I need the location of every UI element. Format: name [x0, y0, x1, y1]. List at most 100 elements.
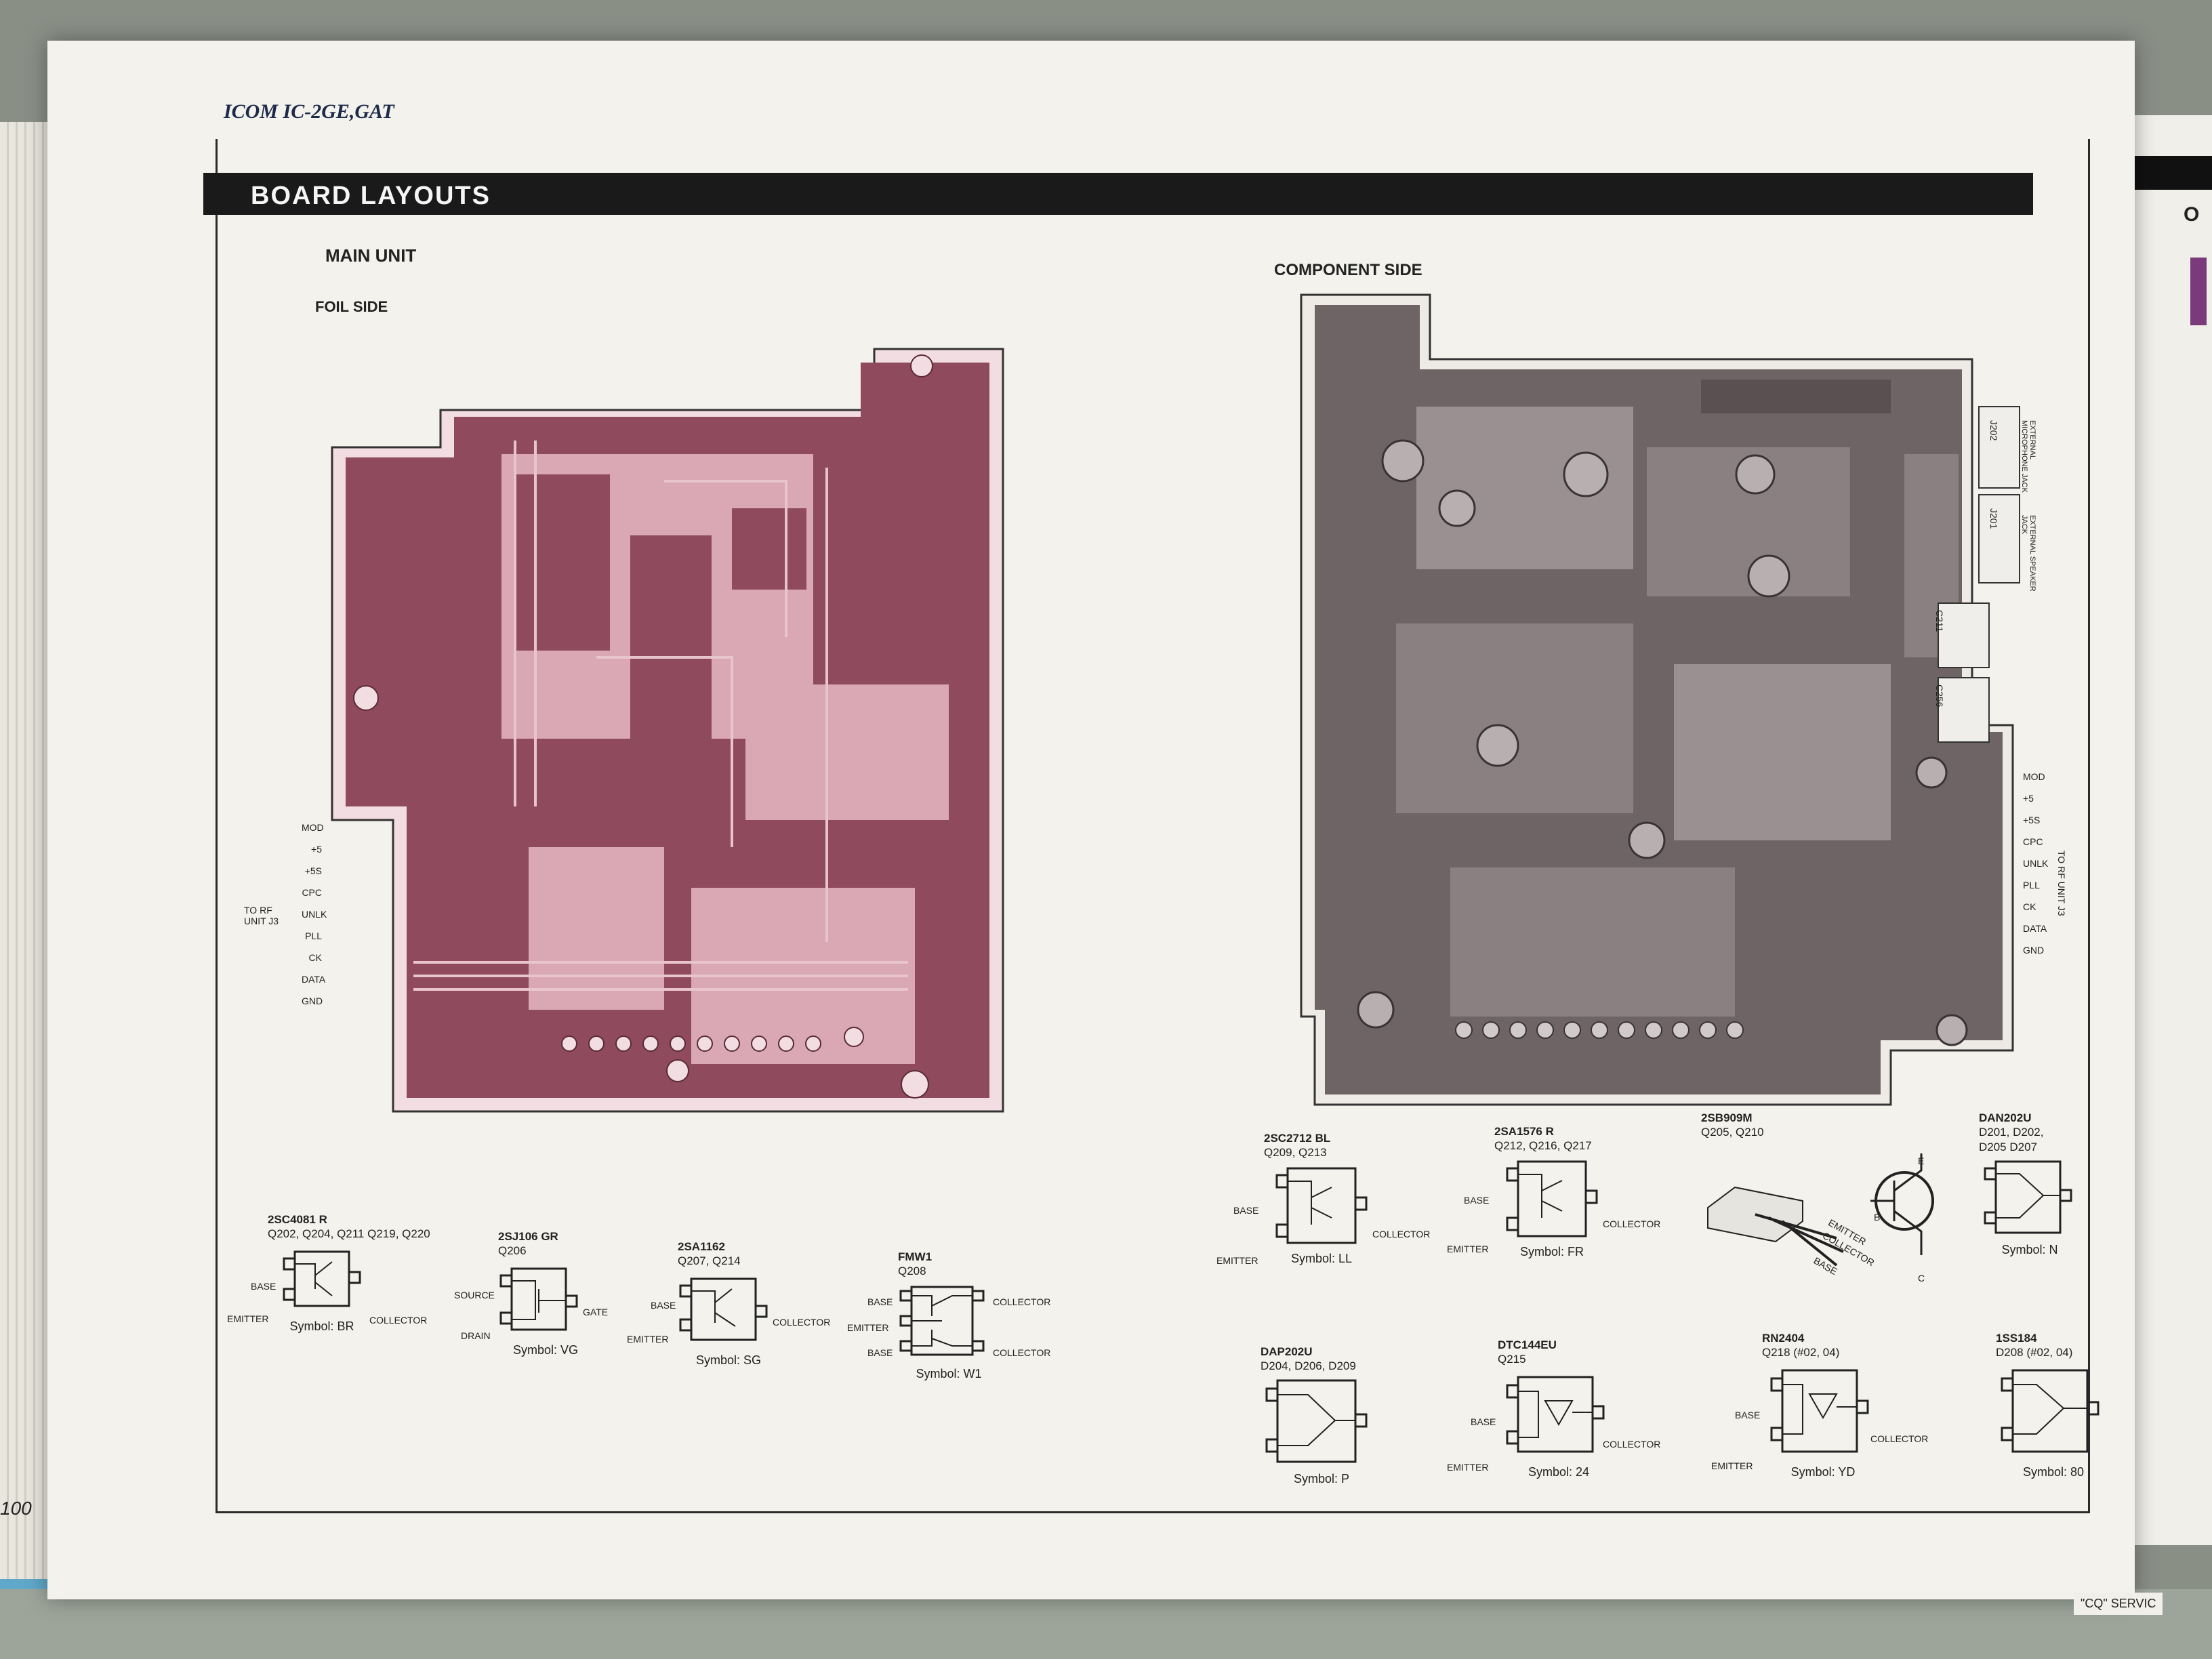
- part-1ss184: 1SS184 D208 (#02, 04) Symbol: 80: [1996, 1332, 2131, 1479]
- part-number: 2SJ106 GR: [498, 1230, 558, 1243]
- pin-emitter: EMITTER: [227, 1313, 269, 1324]
- next-page-letter: O: [2184, 203, 2200, 226]
- pin-collector: COLLECTOR: [369, 1315, 428, 1326]
- component-pin: +5: [2023, 793, 2034, 804]
- part-refs: Q202, Q204, Q211 Q219, Q220: [268, 1227, 430, 1240]
- part-dap202u: DAP202U D204, D206, D209 Symbol: P: [1261, 1345, 1410, 1486]
- foil-pin: CPC: [302, 887, 322, 898]
- symbol-code: Symbol: 24: [1528, 1465, 1590, 1479]
- part-2sa1162: 2SA1162 Q207, Q214 BASE EMITTER COLLECTO…: [627, 1240, 854, 1368]
- part-dan202u: DAN202U D201, D202, D205 D207 Symbol: N: [1979, 1111, 2128, 1257]
- part-2sb909m: 2SB909M Q205, Q210 E B C EMITTER COLLECT…: [1701, 1111, 1959, 1284]
- pin-c: C: [1918, 1273, 1925, 1284]
- digital-transistor-icon: [1506, 1376, 1605, 1453]
- symbol-code: Symbol: YD: [1790, 1465, 1856, 1479]
- pin-collector: COLLECTOR: [1603, 1439, 1661, 1450]
- part-refs: Q209, Q213: [1264, 1146, 1327, 1159]
- cap-label-c211: C211: [1934, 610, 1945, 632]
- page-frame: [216, 139, 2090, 1513]
- pin-collector: COLLECTOR: [1372, 1229, 1431, 1240]
- part-number: DAP202U: [1261, 1345, 1313, 1358]
- part-dtc144eu: DTC144EU Q215 BASE EMITTER COLLECTOR Sym…: [1447, 1338, 1687, 1479]
- symbol-code: Symbol: N: [2001, 1243, 2058, 1256]
- table-surface: [0, 1589, 2212, 1659]
- foil-pin: MOD: [302, 822, 324, 833]
- foil-pin: DATA: [302, 974, 326, 985]
- next-page-footer-tab: "CQ" SERVIC: [2074, 1593, 2163, 1615]
- jack-id-j201: J201: [1988, 508, 1999, 529]
- foil-pin: +5: [311, 844, 322, 855]
- part-rn2404: RN2404 Q218 (#02, 04) BASE EMITTER COLLE…: [1711, 1332, 1952, 1479]
- pin-base-2: BASE: [867, 1347, 893, 1358]
- transistor-package-icon: [1506, 1160, 1598, 1237]
- part-number: 2SB909M: [1701, 1111, 1753, 1124]
- pin-collector-2: COLLECTOR: [993, 1347, 1051, 1358]
- component-pin: UNLK: [2023, 858, 2049, 869]
- jack-label-mic: EXTERNAL MICROPHONE JACK: [2020, 420, 2036, 493]
- part-number: 2SA1162: [678, 1240, 725, 1253]
- pin-collector: COLLECTOR: [1603, 1218, 1661, 1229]
- symbol-code: Symbol: 80: [2022, 1465, 2085, 1479]
- part-refs: D204, D206, D209: [1261, 1359, 1356, 1372]
- part-refs: Q212, Q216, Q217: [1494, 1139, 1592, 1152]
- component-pin: CK: [2023, 901, 2036, 912]
- component-pin: GND: [2023, 945, 2045, 956]
- part-number: 2SC4081 R: [268, 1213, 327, 1226]
- part-number: 2SA1576 R: [1494, 1125, 1554, 1138]
- pin-emitter: EMITTER: [1447, 1462, 1489, 1473]
- foil-side-label: FOIL SIDE: [315, 298, 388, 315]
- foil-pin: GND: [302, 996, 323, 1006]
- diode-package-icon: [2001, 1369, 2100, 1453]
- part-2sc2712: 2SC2712 BL Q209, Q213 BASE EMITTER COLLE…: [1216, 1132, 1454, 1266]
- pin-gate: GATE: [583, 1307, 609, 1317]
- pin-emitter: EMITTER: [1216, 1255, 1258, 1266]
- transistor-to92-icon: [1707, 1153, 1934, 1267]
- diode-package-icon: [1265, 1379, 1368, 1463]
- transistor-package-icon: [679, 1277, 768, 1341]
- part-fmw1: FMW1 Q208 BASE EMITTER BASE COLLECTOR CO…: [847, 1250, 1074, 1381]
- pin-drain: DRAIN: [461, 1330, 491, 1341]
- cap-label-c256: C256: [1934, 684, 1945, 708]
- pin-collector: COLLECTOR: [1870, 1433, 1929, 1444]
- dual-transistor-package-icon: [899, 1286, 985, 1356]
- pin-collector: COLLECTOR: [993, 1296, 1051, 1307]
- symbol-code: Symbol: BR: [289, 1319, 354, 1333]
- section-title: BOARD LAYOUTS: [251, 182, 491, 210]
- part-2sa1576: 2SA1576 R Q212, Q216, Q217 BASE EMITTER …: [1447, 1125, 1684, 1259]
- purple-marker: [2190, 258, 2207, 325]
- fet-package-icon: [499, 1267, 578, 1331]
- component-pin: PLL: [2023, 880, 2040, 890]
- component-pin-list: MOD +5 +5S CPC UNLK PLL CK DATA GND: [2023, 766, 2048, 961]
- part-number: 1SS184: [1996, 1332, 2037, 1345]
- pin-collector: COLLECTOR: [773, 1317, 831, 1328]
- digital-transistor-icon: [1770, 1369, 1869, 1453]
- foil-connector-label: TO RF UNIT J3: [244, 905, 279, 926]
- part-refs: D208 (#02, 04): [1996, 1346, 2073, 1359]
- part-refs: Q205, Q210: [1701, 1126, 1764, 1139]
- foil-pin: CK: [308, 952, 322, 963]
- component-side-label: COMPONENT SIDE: [1274, 261, 1422, 279]
- foil-pin-list: MOD +5 +5S CPC UNLK PLL CK DATA GND: [302, 817, 327, 1012]
- pin-emitter: EMITTER: [847, 1322, 889, 1333]
- section-band: [203, 173, 2033, 215]
- foil-pin: +5S: [304, 865, 322, 876]
- part-2sc4081: 2SC4081 R Q202, Q204, Q211 Q219, Q220 BA…: [227, 1213, 444, 1334]
- diode-package-icon: [1984, 1160, 2072, 1234]
- pin-source: SOURCE: [454, 1290, 495, 1300]
- component-pin: CPC: [2023, 836, 2043, 847]
- pin-base: BASE: [651, 1300, 676, 1311]
- part-number: DTC144EU: [1498, 1338, 1557, 1351]
- part-refs: Q208: [898, 1265, 926, 1277]
- jack-label-speaker: EXTERNAL SPEAKER JACK: [2020, 515, 2036, 592]
- symbol-code: Symbol: FR: [1519, 1245, 1584, 1258]
- pin-b: B: [1874, 1212, 1881, 1223]
- component-side-board: [1300, 293, 2020, 1106]
- page-number: 100: [0, 1498, 32, 1519]
- pin-base: BASE: [867, 1296, 893, 1307]
- part-refs: Q206: [498, 1244, 527, 1257]
- pin-base: BASE: [1471, 1416, 1496, 1427]
- component-pin: MOD: [2023, 771, 2045, 782]
- part-refs: D201, D202, D205 D207: [1979, 1126, 2044, 1153]
- part-refs: Q218 (#02, 04): [1762, 1346, 1840, 1359]
- transistor-package-icon: [1275, 1167, 1368, 1244]
